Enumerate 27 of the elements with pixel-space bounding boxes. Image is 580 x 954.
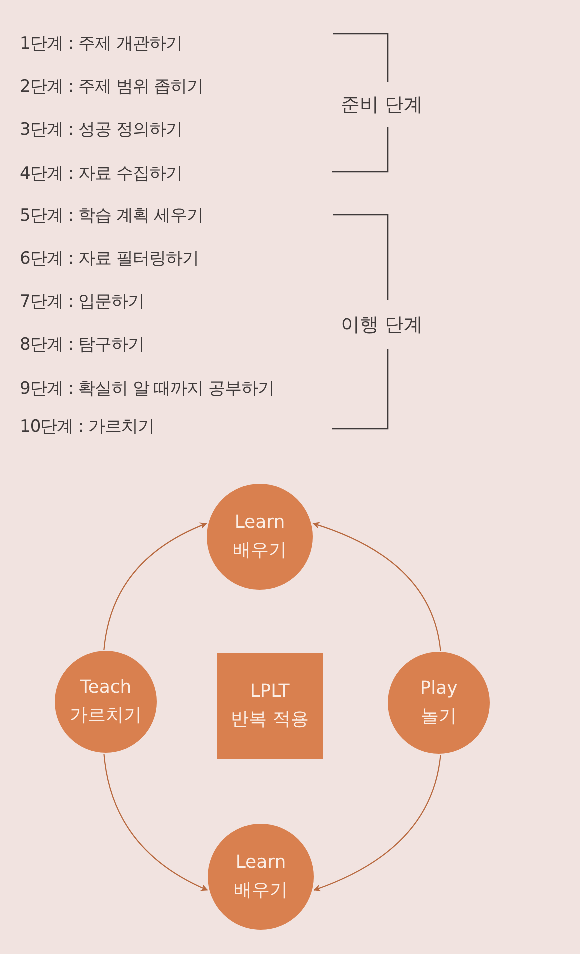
node-label: 가르치기 [70, 704, 142, 728]
group-label: 준비 단계 [341, 93, 424, 117]
group-label: 이행 단계 [341, 313, 424, 337]
step-label: 10단계 : 가르치기 [20, 416, 155, 438]
step-label: 4단계 : 자료 수집하기 [20, 163, 182, 185]
step-label: 8단계 : 탐구하기 [20, 334, 144, 356]
step-label: 2단계 : 주제 범위 좁히기 [20, 76, 204, 98]
node-label: LPLT [250, 680, 290, 704]
node-label: Teach [80, 676, 132, 700]
node-label: 배우기 [234, 879, 288, 903]
arrow [312, 522, 442, 652]
node-label: Play [420, 677, 458, 701]
step-label: 5단계 : 학습 계획 세우기 [20, 205, 204, 227]
node-label: 배우기 [233, 539, 287, 563]
arrow [314, 754, 442, 892]
node-label: 반복 적용 [231, 708, 309, 732]
node-label: Learn [236, 851, 286, 875]
node-label: Learn [234, 511, 286, 535]
arrow [104, 522, 208, 650]
step-label: 3단계 : 성공 정의하기 [20, 119, 182, 141]
center-square [217, 653, 323, 759]
node-label: 놀기 [421, 705, 457, 729]
arrow [104, 754, 208, 891]
step-label: 9단계 : 확실히 알 때까지 공부하기 [20, 378, 275, 400]
step-label: 7단계 : 입문하기 [20, 291, 144, 313]
step-label: 1단계 : 주제 개관하기 [20, 33, 182, 55]
step-label: 6단계 : 자료 필터링하기 [20, 248, 199, 270]
